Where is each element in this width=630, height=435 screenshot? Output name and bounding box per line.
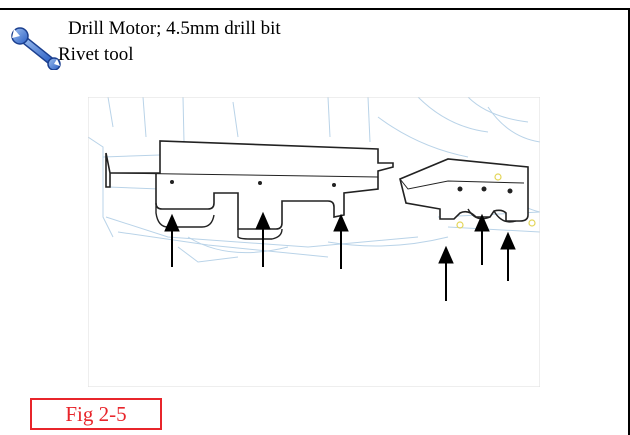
- bracket-illustration: [88, 97, 540, 387]
- wrench-icon: [11, 27, 61, 70]
- secondary-bracket: [399, 158, 529, 223]
- tools-required: Drill Motor; 4.5mm drill bit Rivet tool: [8, 18, 408, 78]
- rivet-arrows: [164, 211, 516, 301]
- arrow-2: [255, 211, 271, 267]
- arrow-1: [164, 213, 180, 267]
- tool-drill-motor: Drill Motor; 4.5mm drill bit: [68, 18, 281, 39]
- arrow-5: [474, 213, 490, 265]
- main-bracket: [105, 140, 394, 240]
- arrow-3: [333, 213, 349, 269]
- arrow-4: [438, 245, 454, 301]
- figure-caption: Fig 2-5: [30, 398, 162, 430]
- procedure-frame: [0, 8, 630, 435]
- tool-rivet: Rivet tool: [58, 44, 134, 65]
- arrow-6: [500, 231, 516, 281]
